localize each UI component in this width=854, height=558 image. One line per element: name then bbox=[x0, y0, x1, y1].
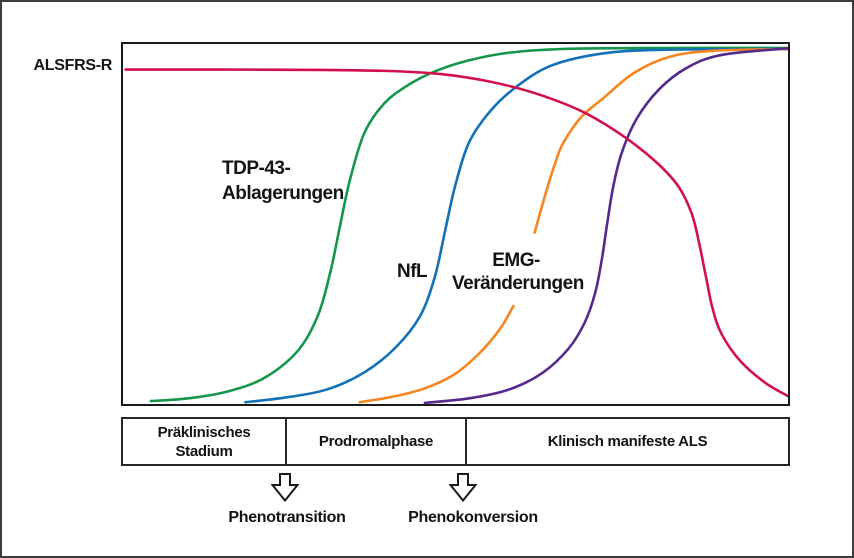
curve-label-tdp43: TDP-43- Ablagerungen bbox=[222, 156, 344, 206]
biomarker-curves bbox=[124, 46, 788, 404]
curve-label-tdp43-line1: TDP-43- bbox=[222, 158, 291, 179]
phase-prodromalphase: Prodromalphase bbox=[287, 419, 467, 464]
phase-prodromalphase-label: Prodromalphase bbox=[318, 433, 434, 450]
milestone-phenokonversion: Phenokonversion bbox=[408, 509, 538, 526]
curve-label-tdp43-line2: Ablagerungen bbox=[222, 183, 344, 204]
curve-label-emg: EMG- Veränderungen bbox=[452, 249, 584, 295]
down-arrow-icon bbox=[449, 473, 477, 502]
phase-klinisch-manifeste-als-label: Klinisch manifeste ALS bbox=[547, 433, 708, 450]
y-axis-label: ALSFRS-R bbox=[33, 57, 113, 74]
curve-emg-seg1 bbox=[358, 304, 515, 404]
curve-label-emg-line1: EMG- bbox=[492, 250, 540, 271]
phase-praeklinisches-line2: Stadium bbox=[175, 442, 233, 460]
curve-emg-seg2 bbox=[533, 47, 788, 234]
down-arrow-icon bbox=[271, 473, 299, 502]
curve-label-nfl: NfL bbox=[397, 261, 428, 282]
phase-praeklinisches-line1: Präklinisches bbox=[157, 423, 251, 441]
phase-stage-bar: Präklinisches Stadium Prodromalphase Kli… bbox=[121, 417, 790, 466]
curve-tdp43 bbox=[149, 46, 788, 403]
phase-klinisch-manifeste-als: Klinisch manifeste ALS bbox=[467, 419, 788, 464]
milestone-phenotransition: Phenotransition bbox=[228, 509, 346, 526]
chart-plot-area: TDP-43- Ablagerungen NfL EMG- Veränderun… bbox=[121, 42, 790, 406]
phase-praeklinisches-stadium: Präklinisches Stadium bbox=[123, 419, 287, 464]
curve-label-emg-line2: Veränderungen bbox=[452, 273, 584, 294]
curve-nfl bbox=[244, 47, 788, 404]
curve-late-marker bbox=[423, 47, 788, 404]
curve-alsfrs bbox=[124, 68, 788, 398]
